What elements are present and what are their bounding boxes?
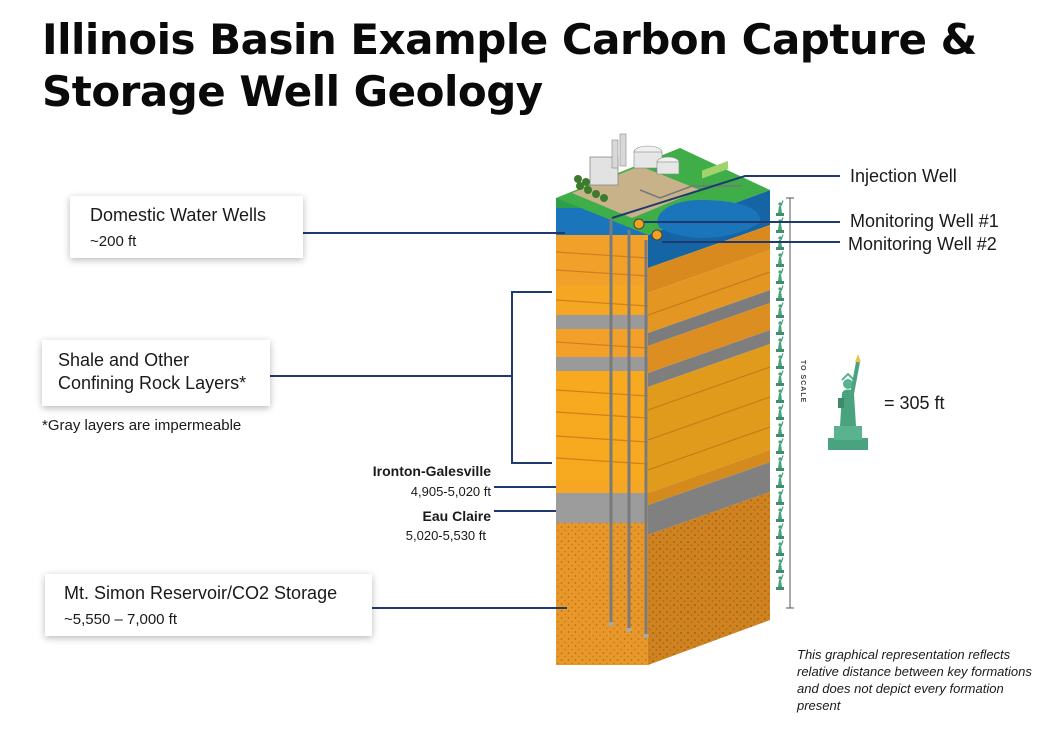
scale-statue-glyph	[776, 523, 784, 539]
bracket-shale	[511, 291, 552, 464]
monitoring-well-1-label: Monitoring Well #1	[850, 211, 999, 231]
scale-statue-glyph	[776, 285, 784, 301]
scale-statue-glyph	[776, 268, 784, 284]
surface-pond	[657, 200, 761, 238]
scale-bar	[776, 197, 794, 609]
gray-layer-1	[556, 315, 648, 329]
scale-statue-glyph	[776, 387, 784, 403]
column-top-surface	[556, 133, 770, 238]
scale-statue-glyph	[776, 302, 784, 318]
callout-domestic-water-wells: Domestic Water Wells ~200 ft	[70, 196, 303, 258]
leader-injection	[611, 175, 840, 219]
title-line-2: Storage Well Geology	[42, 67, 543, 116]
column-front-face	[555, 198, 649, 665]
eau-claire-layer	[556, 493, 648, 523]
scale-statue-glyph	[776, 404, 784, 420]
monitoring-well-2-label: Monitoring Well #2	[848, 234, 997, 254]
eau-claire-label: Eau Claire	[422, 508, 491, 524]
title-line-1: Illinois Basin Example Carbon Capture &	[42, 15, 977, 64]
scale-statue-glyph	[776, 421, 784, 437]
scale-statue-glyph	[776, 557, 784, 573]
callout-name: Mt. Simon Reservoir/CO2 Storage	[64, 583, 338, 603]
orange-layer-4	[556, 371, 648, 481]
scale-statue-glyph	[776, 455, 784, 471]
callout-depth: ~200 ft	[90, 233, 137, 250]
monitoring-well-1-head	[633, 218, 645, 230]
scale-statue-glyph	[776, 574, 784, 590]
scale-statue-glyph	[776, 438, 784, 454]
column-side-face	[647, 190, 771, 665]
ironton-galesville-depth: 4,905-5,020 ft	[410, 484, 491, 499]
scale-statue-glyph	[776, 370, 784, 386]
mt-simon-layer	[556, 523, 648, 665]
callout-name-line-2: Confining Rock Layers*	[58, 373, 247, 393]
scale-statue-glyph	[776, 489, 784, 505]
orange-layer-2	[556, 285, 648, 315]
scale-statue-glyph	[776, 472, 784, 488]
gray-layer-2	[556, 357, 648, 371]
gray-layer-note: *Gray layers are impermeable	[42, 417, 242, 434]
scale-statue-glyph	[776, 506, 784, 522]
statue-of-liberty-icon	[828, 354, 868, 450]
plant-pad	[572, 166, 700, 218]
scale-statue-glyph	[776, 336, 784, 352]
ironton-galesville-label: Ironton-Galesville	[372, 463, 491, 479]
callout-shale-confining-layers: Shale and Other Confining Rock Layers*	[42, 340, 270, 406]
disclaimer-note: This graphical representation reflects r…	[797, 647, 1032, 713]
scale-statue-glyph	[776, 200, 784, 216]
scale-statue-glyph	[776, 319, 784, 335]
ironton-galesville-layer	[556, 481, 648, 493]
scale-statue-glyph	[776, 353, 784, 369]
scale-statue-glyph	[776, 540, 784, 556]
eau-claire-depth: 5,020-5,530 ft	[405, 528, 486, 543]
scale-statue-stack	[776, 200, 784, 590]
callout-name: Domestic Water Wells	[90, 205, 267, 225]
smokestack-2	[619, 133, 627, 167]
trees	[574, 175, 608, 202]
scale-statue-glyph	[776, 217, 784, 233]
page-title: Illinois Basin Example Carbon Capture & …	[42, 14, 1002, 118]
callout-mt-simon-reservoir: Mt. Simon Reservoir/CO2 Storage ~5,550 –…	[45, 574, 372, 636]
scale-equivalence-label: = 305 ft	[884, 393, 945, 413]
scale-statue-glyph	[776, 251, 784, 267]
monitoring-well-2-head	[651, 229, 663, 241]
callout-name-line-1: Shale and Other	[58, 350, 190, 370]
truck	[702, 161, 728, 179]
scale-vertical-text: TO SCALE	[799, 360, 806, 404]
callout-depth: ~5,550 – 7,000 ft	[64, 611, 178, 628]
wells	[608, 218, 663, 638]
shallow-orange-layer	[556, 235, 648, 285]
leader-lines	[270, 175, 840, 609]
smokestack-1	[611, 139, 619, 169]
injection-well-label: Injection Well	[850, 166, 957, 186]
